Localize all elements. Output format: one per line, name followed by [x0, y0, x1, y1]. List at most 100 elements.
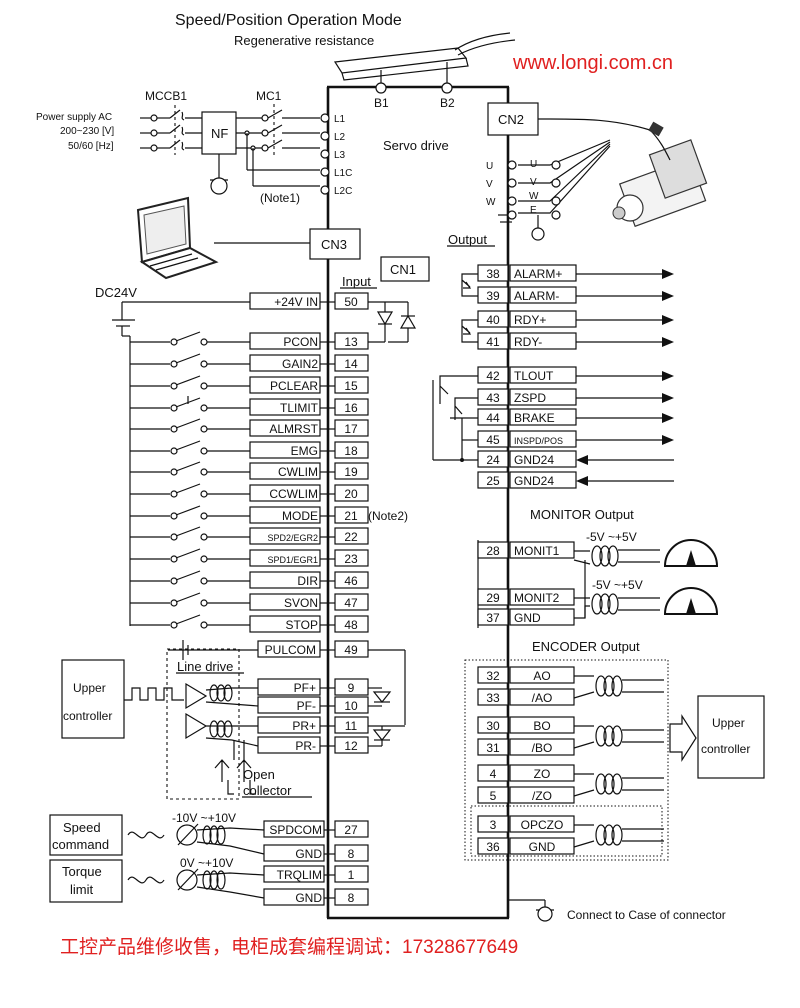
input-pin: 16 — [344, 401, 358, 415]
input-pin: 47 — [344, 596, 358, 610]
laptop-icon — [136, 196, 219, 280]
pulse-signal-name: PR+ — [292, 719, 316, 733]
uvw-right-u: U — [530, 159, 537, 170]
input-pin: 18 — [344, 444, 358, 458]
monitor-signal-name: GND — [514, 611, 541, 625]
analog-pin: 8 — [348, 891, 355, 905]
encoder-signal-name: AO — [533, 669, 550, 683]
monitor-pin: 29 — [486, 591, 500, 605]
pulse-signal-name: PULCOM — [265, 643, 316, 657]
website-link[interactable]: www.longi.com.cn — [512, 52, 673, 74]
regen-resistor — [333, 32, 516, 94]
pulse-pin: 49 — [344, 643, 358, 657]
input-signal-name: DIR — [297, 574, 318, 588]
encoder-pin: 33 — [486, 691, 500, 705]
torque-range-label: 0V ~+10V — [180, 856, 233, 870]
encoder-pin: 3 — [490, 818, 497, 832]
uvw-right-e: E — [530, 205, 537, 216]
encoder-twisted-pairs — [573, 675, 697, 848]
encoder-signal-name: /ZO — [532, 789, 552, 803]
monitor-wiring — [477, 540, 660, 628]
output-signal-name: GND24 — [514, 453, 554, 467]
output-signal-name: RDY+ — [514, 313, 546, 327]
input-signal-name: SPD1/EGR1 — [267, 555, 318, 565]
torque-limit-box — [49, 859, 123, 903]
output-signal-name: TLOUT — [514, 369, 554, 383]
power-frequency-label: 50/60 [Hz] — [68, 141, 114, 152]
uvw-right-v: V — [530, 177, 537, 188]
output-signal-name: GND24 — [514, 474, 554, 488]
output-pin: 39 — [486, 289, 500, 303]
upper-controller-output — [697, 695, 765, 779]
uvw-left-u: U — [486, 161, 493, 172]
input-optocoupler — [368, 301, 417, 343]
output-pin: 38 — [486, 267, 500, 281]
terminal-l2c: L2C — [334, 186, 352, 197]
encoder-pin: 36 — [486, 840, 500, 854]
input-signal-name: PCON — [283, 335, 318, 349]
input-title: Input — [342, 274, 371, 289]
cn1-connector — [380, 256, 430, 282]
output-signal-name: RDY- — [514, 335, 542, 349]
encoder-title: ENCODER Output — [532, 639, 640, 654]
analog-pin: 27 — [344, 823, 358, 837]
output-title: Output — [448, 232, 487, 247]
upper-controller-right-1: Upper — [712, 716, 745, 730]
encoder-pin: 4 — [490, 767, 497, 781]
power-voltage-label: 200~230 [V] — [60, 126, 114, 137]
encoder-pin: 31 — [486, 741, 500, 755]
input-pin: 22 — [344, 530, 358, 544]
ad-banner: 工控产品维修收售，电柜成套编程调试：17328677649 — [60, 936, 518, 958]
input-signal-name: STOP — [286, 618, 318, 632]
output-signal-name: ZSPD — [514, 391, 546, 405]
open-collector-label-2: collector — [243, 783, 292, 798]
input-pin: 50 — [344, 295, 358, 309]
regen-label: Regenerative resistance — [234, 33, 374, 48]
input-signal-name: GAIN2 — [282, 357, 318, 371]
input-signal-name: EMG — [291, 444, 318, 458]
pulse-signal-name: PF- — [297, 699, 316, 713]
mccb-label: MCCB1 — [145, 89, 187, 103]
analog-pin: 8 — [348, 847, 355, 861]
uvw-left-w: W — [486, 197, 496, 208]
servo-drive-label: Servo drive — [383, 138, 449, 153]
open-collector-label-1: Open — [243, 767, 275, 782]
pulse-pin: 10 — [344, 699, 358, 713]
output-pin: 40 — [486, 313, 500, 327]
speed-range-label: -10V ~+10V — [172, 811, 236, 825]
encoder-signal-name: OPCZO — [521, 818, 564, 832]
input-signal-name: CCWLIM — [269, 487, 318, 501]
monitor-range-2: -5V ~+5V — [592, 578, 643, 592]
line-drive-label: Line drive — [177, 659, 233, 674]
input-pin: 15 — [344, 379, 358, 393]
encoder-pin: 5 — [490, 789, 497, 803]
pulse-pin: 9 — [348, 681, 355, 695]
note1-label: (Note1) — [260, 191, 300, 205]
input-pin: 20 — [344, 487, 358, 501]
output-pin: 45 — [486, 433, 500, 447]
input-signal-name: PCLEAR — [270, 379, 318, 393]
input-signal-name: +24V IN — [274, 295, 318, 309]
pulse-wiring — [61, 640, 406, 800]
terminal-l2: L2 — [334, 132, 346, 143]
pulse-signal-name: PF+ — [294, 681, 316, 695]
case-ground-label: Connect to Case of connector — [567, 908, 726, 922]
encoder-signal-name: BO — [533, 719, 550, 733]
analog-signal-name: GND — [295, 891, 322, 905]
analog-signal-name: SPDCOM — [269, 823, 322, 837]
encoder-signal-name: GND — [529, 840, 556, 854]
upper-controller-left-1: Upper — [73, 681, 106, 695]
monitor-signal-name: MONIT1 — [514, 544, 560, 558]
input-pin: 46 — [344, 574, 358, 588]
speed-label-2: command — [52, 837, 109, 852]
input-signal-name: ALMRST — [269, 422, 318, 436]
encoder-pin: 32 — [486, 669, 500, 683]
motor-wiring — [498, 118, 651, 241]
cn1-label: CN1 — [390, 262, 416, 277]
analog-signal-name: TRQLIM — [277, 868, 322, 882]
